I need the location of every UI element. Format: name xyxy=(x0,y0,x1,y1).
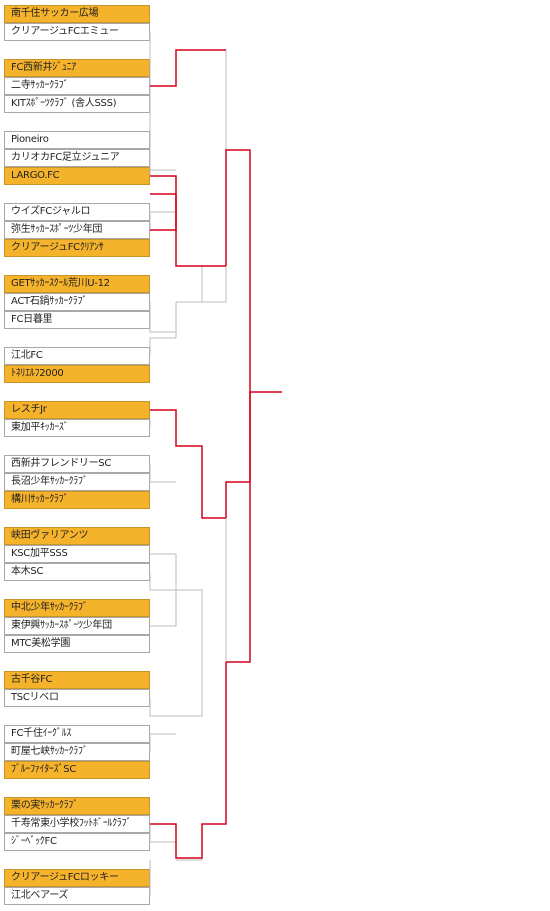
team-entry: KSC加平SSS xyxy=(4,545,150,563)
team-entry: KITｽﾎﾟｰﾂｸﾗﾌﾞ (舎人SSS) xyxy=(4,95,150,113)
team-entry: GETｻｯｶｰｽｸｰﾙ荒川U-12 xyxy=(4,275,150,293)
team-entry: 西新井フレンドリーSC xyxy=(4,455,150,473)
team-entry: レスチJr xyxy=(4,401,150,419)
team-entry: 構川ｻｯｶｰｸﾗﾌﾞ xyxy=(4,491,150,509)
team-entry: 栗の実ｻｯｶｰｸﾗﾌﾞ xyxy=(4,797,150,815)
team-entry: 町屋七峡ｻｯｶｰｸﾗﾌﾞ xyxy=(4,743,150,761)
team-entry: 東伊興ｻｯｶｰｽﾎﾟｰﾂ少年団 xyxy=(4,617,150,635)
team-entry: カリオカFC足立ジュニア xyxy=(4,149,150,167)
team-entry: LARGO.FC xyxy=(4,167,150,185)
team-entry: 古千谷FC xyxy=(4,671,150,689)
team-entry: ﾄﾈﾘｴﾙﾌ2000 xyxy=(4,365,150,383)
team-entry: 江北FC xyxy=(4,347,150,365)
team-entry: ｼﾞｰﾍﾞｯｸFC xyxy=(4,833,150,851)
bracket-gray-lines xyxy=(149,32,227,896)
team-entry: 二寺ｻｯｶｰｸﾗﾌﾞ xyxy=(4,77,150,95)
team-entry: 中北少年ｻｯｶｰｸﾗﾌﾞ xyxy=(4,599,150,617)
team-entry: 江北ベアーズ xyxy=(4,887,150,905)
bracket-winner-lines xyxy=(150,49,282,859)
team-entry: MTC美松学園 xyxy=(4,635,150,653)
team-entry: 峡田ヴァリアンツ xyxy=(4,527,150,545)
team-entry: 本木SC xyxy=(4,563,150,581)
team-entry: 東加平ｷｯｶｰｽﾞ xyxy=(4,419,150,437)
team-entry: クリアージュFCｸﾘｱﾝｻ xyxy=(4,239,150,257)
team-entry: ﾌﾞﾙｰﾌｧｲﾀｰｽﾞSC xyxy=(4,761,150,779)
team-entry: 南千住サッカー広場 xyxy=(4,5,150,23)
team-entry: クリアージュFCロッキー xyxy=(4,869,150,887)
